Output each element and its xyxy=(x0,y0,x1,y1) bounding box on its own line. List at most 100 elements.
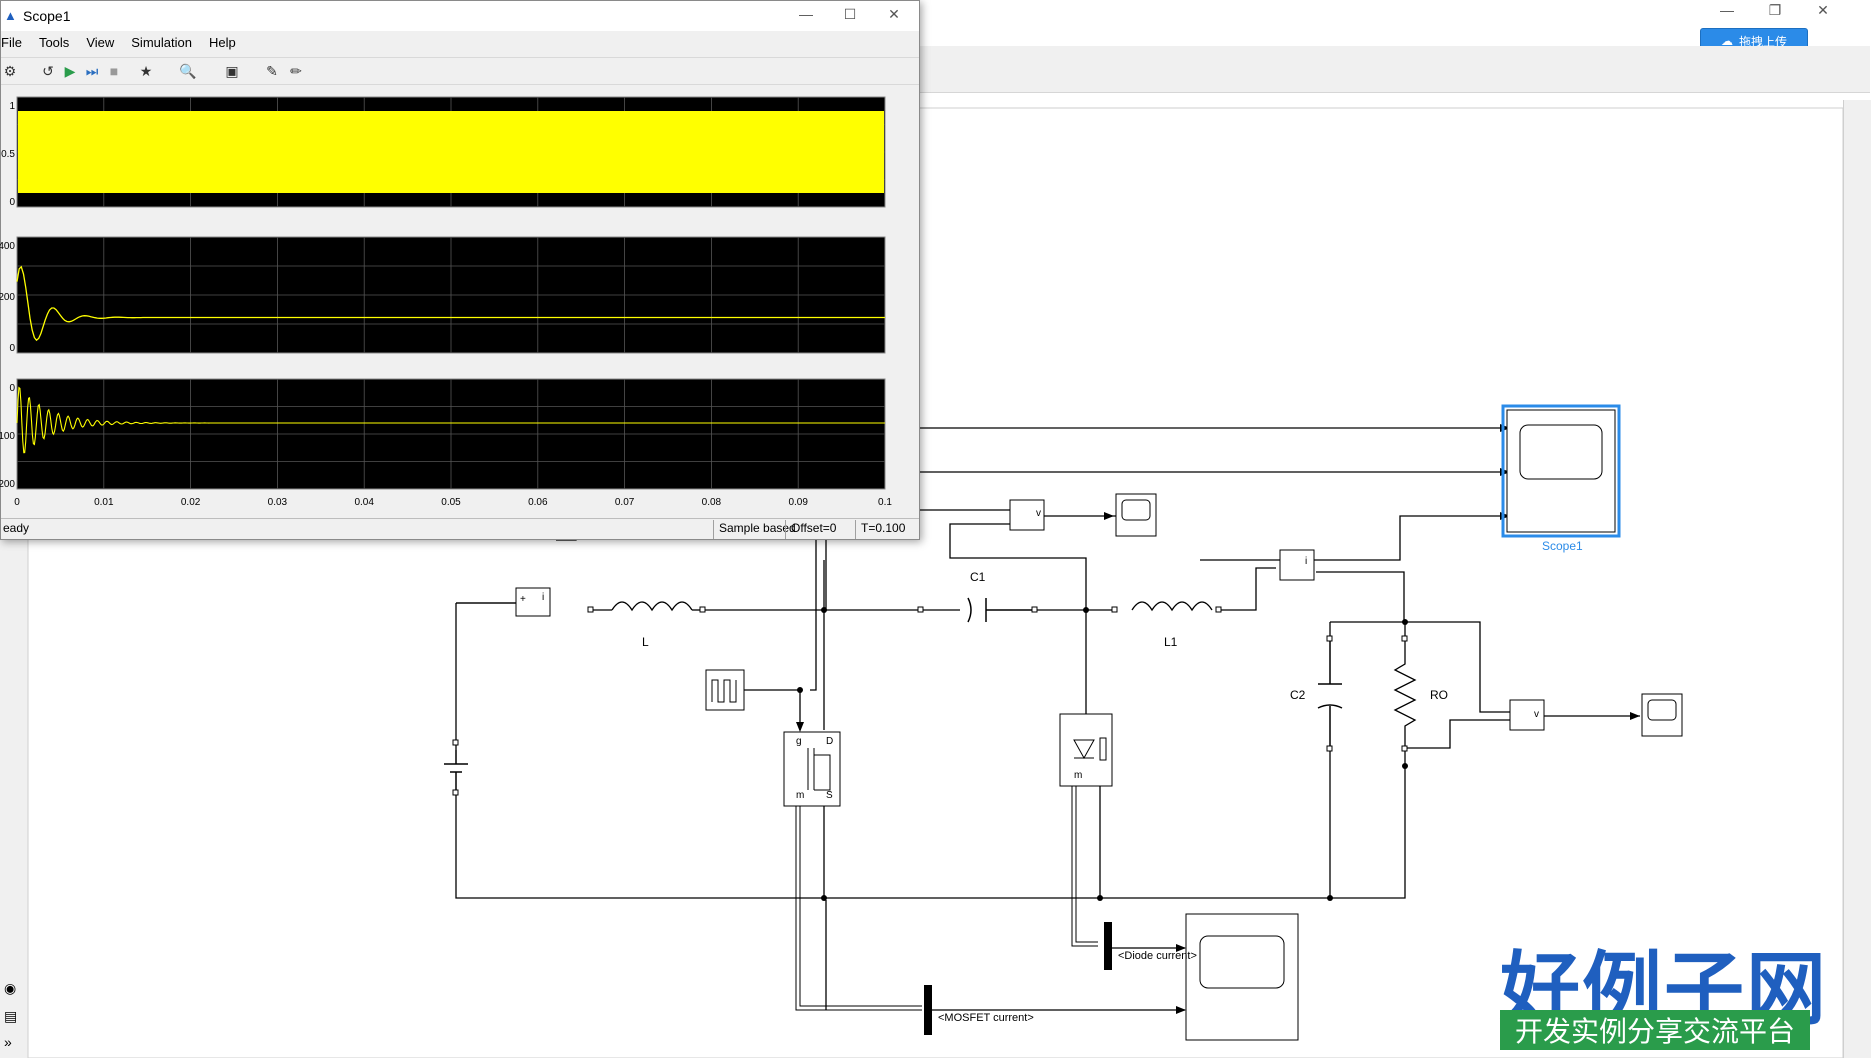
status-ready: eady xyxy=(3,521,30,535)
label-scope1: Scope1 xyxy=(1542,539,1583,553)
x-tick-label: 0 xyxy=(14,497,20,508)
label-gate: g xyxy=(796,736,802,747)
y-tick-label: 200 xyxy=(0,292,15,303)
status-time: T=0.100 xyxy=(855,520,910,539)
label-mosfet-current: <MOSFET current> xyxy=(938,1012,1034,1024)
y-tick-label: 0.5 xyxy=(1,149,15,160)
label-RO: RO xyxy=(1430,688,1448,702)
panel-icon[interactable]: ▤ xyxy=(4,1008,18,1024)
y-tick-label: 400 xyxy=(0,241,15,252)
label-L: L xyxy=(642,635,649,649)
mosfet-block xyxy=(783,731,841,807)
menu-view[interactable]: View xyxy=(86,35,115,50)
capacitor-C1 xyxy=(967,597,1036,623)
voltage-meter-1 xyxy=(1009,499,1045,531)
scope-window: ▲ Scope1 — ☐ ✕ File Tools View Simulatio… xyxy=(0,0,920,540)
label-drain: D xyxy=(826,736,834,747)
x-tick-label: 0.05 xyxy=(441,497,461,508)
small-scope-2 xyxy=(1641,693,1683,737)
status-offset: Offset=0 xyxy=(785,520,841,539)
scope-title: Scope1 xyxy=(23,8,71,24)
x-tick-label: 0.07 xyxy=(615,497,635,508)
bottom-scope xyxy=(1185,913,1299,1041)
label-diode-m: m xyxy=(1074,770,1083,781)
scope-title-bar: ▲ Scope1 — ☐ ✕ xyxy=(1,1,919,31)
x-tick-label: 0.04 xyxy=(354,497,374,508)
pulse-generator xyxy=(705,669,745,711)
label-diode-current: <Diode current> xyxy=(1118,950,1197,962)
close-icon[interactable]: ✕ xyxy=(1817,2,1829,18)
resistor-RO xyxy=(1393,640,1417,748)
cloud-icon: ☁ xyxy=(1720,34,1733,48)
label-source: S xyxy=(826,790,833,801)
y-tick-label: 0 xyxy=(9,383,15,394)
menu-simulation[interactable]: Simulation xyxy=(131,35,192,50)
label-mosfet-m: m xyxy=(796,790,805,801)
label-meter-i: i xyxy=(542,592,545,603)
y-tick-label: 200 xyxy=(0,479,15,490)
zoom-icon[interactable]: 🔍 xyxy=(179,63,197,79)
scope-status-bar: eady Sample based Offset=0 T=0.100 xyxy=(1,518,919,540)
model-toolbar xyxy=(770,46,1870,93)
status-mode: Sample based xyxy=(713,520,801,539)
current-meter-2 xyxy=(1279,549,1315,581)
minimize-icon[interactable]: — xyxy=(1720,2,1734,18)
model-left-palette: ◉ ▤ » xyxy=(0,540,29,1058)
inductor-L1 xyxy=(1131,601,1213,612)
x-tick-label: 0.08 xyxy=(702,497,722,508)
bus-selector-mosfet xyxy=(924,985,932,1035)
run-icon[interactable]: ▶ xyxy=(64,63,76,79)
x-tick-label: 0.03 xyxy=(268,497,288,508)
trace-current xyxy=(16,265,885,342)
menu-help[interactable]: Help xyxy=(208,35,236,50)
trace-voltage xyxy=(16,386,885,454)
y-tick-label: 0 xyxy=(9,197,15,208)
menu-file[interactable]: File xyxy=(1,35,22,50)
expand-icon[interactable]: » xyxy=(4,1034,12,1050)
x-tick-label: 0.02 xyxy=(181,497,201,508)
y-tick-label: 100 xyxy=(0,431,15,442)
label-meter-v: v xyxy=(1036,508,1041,519)
voltage-meter-2 xyxy=(1509,699,1545,731)
settings-icon[interactable]: ⚙ xyxy=(3,63,17,79)
x-tick-label: 0.09 xyxy=(788,497,808,508)
step-back-icon[interactable]: ↺ xyxy=(42,63,54,79)
y-tick-label: 0 xyxy=(9,343,15,354)
label-meter-i2: i xyxy=(1305,556,1308,567)
watermark-subtitle: 开发实例分享交流平台 xyxy=(1500,1010,1810,1050)
menu-tools[interactable]: Tools xyxy=(38,35,70,50)
x-tick-label: 0.01 xyxy=(94,497,114,508)
x-tick-label: 0.06 xyxy=(528,497,548,508)
trace-switching xyxy=(18,111,884,193)
step-forward-icon[interactable]: ⏭ xyxy=(85,63,99,79)
restore-icon[interactable]: ❐ xyxy=(1768,2,1782,18)
highlight-icon[interactable]: ★ xyxy=(139,63,153,79)
capacitor-C2 xyxy=(1317,640,1343,748)
cursor-icon[interactable]: ✎ xyxy=(266,63,278,79)
camera-icon[interactable]: ◉ xyxy=(4,980,17,996)
style-icon[interactable]: ✏ xyxy=(290,63,302,79)
dc-source xyxy=(444,750,468,790)
y-tick-label: 1 xyxy=(9,101,15,112)
matlab-icon: ▲ xyxy=(4,8,17,23)
maximize-icon[interactable]: ☐ xyxy=(843,6,857,22)
scope-menu-bar: File Tools View Simulation Help xyxy=(1,32,919,54)
taskbar-strip xyxy=(1843,100,1871,1058)
bus-selector-diode xyxy=(1104,922,1112,970)
label-meter-plus: + xyxy=(520,594,526,605)
close-icon[interactable]: ✕ xyxy=(888,6,900,22)
label-meter-v2: v xyxy=(1534,709,1539,720)
label-L1: L1 xyxy=(1164,635,1178,649)
autoscale-icon[interactable]: ▣ xyxy=(225,63,239,79)
small-scope-1 xyxy=(1115,493,1157,537)
current-meter-1 xyxy=(515,587,551,617)
scope1-block xyxy=(1501,404,1621,538)
x-tick-label: 0.1 xyxy=(878,497,892,508)
minimize-icon[interactable]: — xyxy=(799,6,813,22)
diode-block xyxy=(1059,713,1113,787)
label-C2: C2 xyxy=(1290,688,1306,702)
scope-plots: 1 0.5 0 400 200 0 0 100 200 0 0.01 0.02 0.03 0.04 0.05… xyxy=(0,87,919,517)
scope-toolbar: ⚙ ↺ ▶ ⏭ ■ ★ 🔍 ▣ ✎ ✏ xyxy=(1,57,919,85)
label-C1: C1 xyxy=(970,570,986,584)
stop-icon[interactable]: ■ xyxy=(109,63,119,79)
